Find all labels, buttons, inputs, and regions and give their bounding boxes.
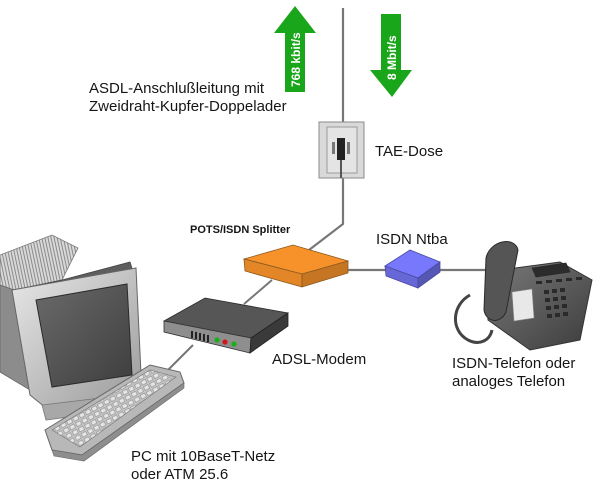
splitter-label: POTS/ISDN Splitter	[190, 224, 291, 236]
pots-isdn-splitter	[242, 244, 350, 288]
line-description-line1: ASDL-Anschlußleitung mit	[89, 80, 265, 97]
pc-monitor	[0, 234, 143, 421]
downstream-rate-label: 8 Mbit/s	[385, 35, 399, 80]
modem-label: ADSL-Modem	[272, 351, 367, 368]
cables	[167, 8, 488, 371]
cable-tae-to-splitter	[308, 178, 345, 251]
upstream-arrow: 768 kbit/s	[274, 6, 316, 92]
telephone	[454, 241, 593, 351]
downstream-arrow: 8 Mbit/s	[370, 14, 412, 97]
pc-label: PC mit 10BaseT-Netz oder ATM 25.6	[131, 448, 275, 484]
modem-led	[222, 339, 228, 345]
adsl-modem	[162, 297, 290, 354]
pc-label-line1: PC mit 10BaseT-Netz	[131, 448, 276, 465]
tae-socket	[318, 121, 365, 179]
telephone-label-line2: analoges Telefon	[452, 373, 566, 390]
line-description-label: ASDL-Anschlußleitung mit Zweidraht-Kupfe…	[89, 80, 287, 116]
modem-led	[231, 341, 237, 347]
isdn-ntba	[384, 249, 441, 289]
line-description-line2: Zweidraht-Kupfer-Doppelader	[89, 98, 287, 115]
cable-modem-to-pc	[167, 344, 194, 371]
telephone-label-line1: ISDN-Telefon oder	[452, 355, 576, 372]
telephone-label: ISDN-Telefon oder analoges Telefon	[452, 355, 575, 391]
tae-socket-label: TAE-Dose	[375, 143, 444, 160]
pc-keyboard	[44, 364, 185, 462]
cable-splitter-to-modem	[243, 279, 273, 305]
pc-label-line2: oder ATM 25.6	[131, 466, 229, 483]
ntba-label: ISDN Ntba	[376, 231, 448, 248]
modem-led	[214, 337, 220, 343]
upstream-rate-label: 768 kbit/s	[289, 32, 303, 87]
